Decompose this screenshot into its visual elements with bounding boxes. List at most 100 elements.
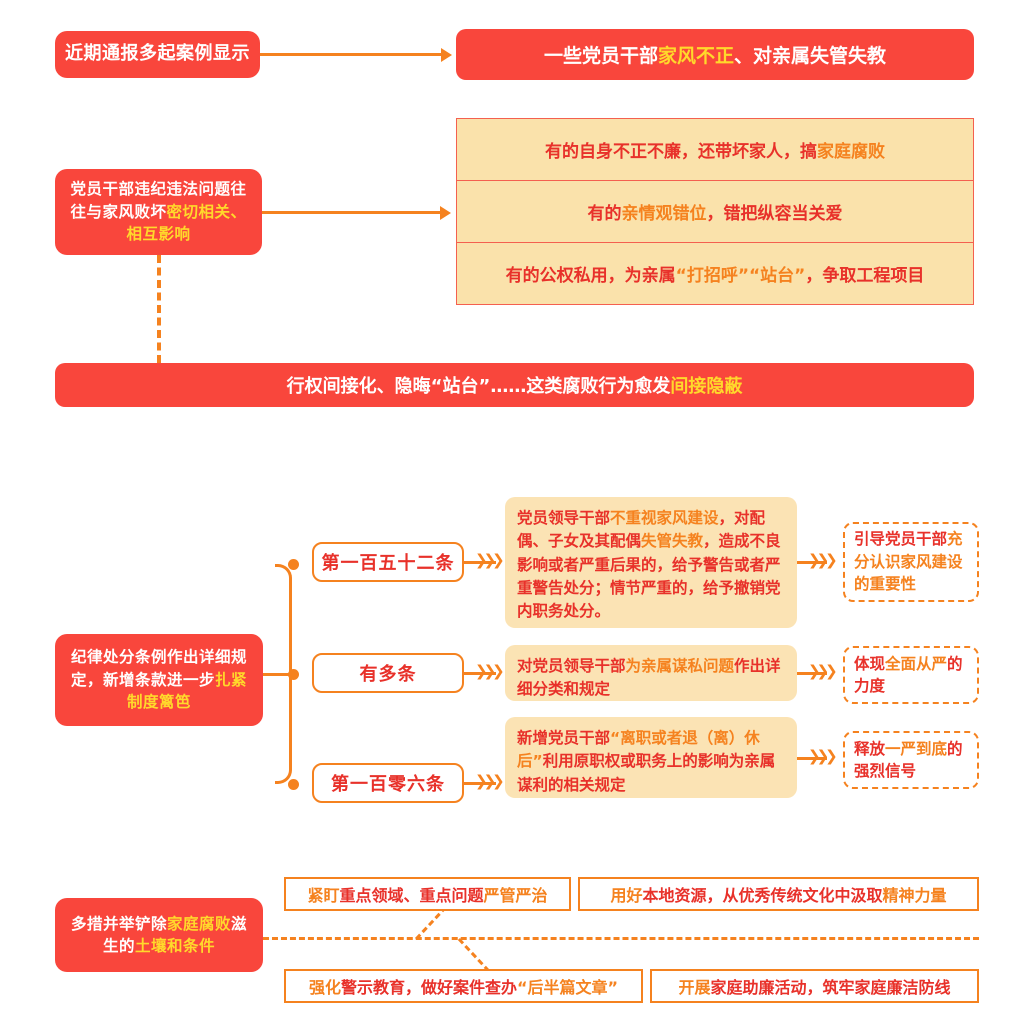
article-pill-2: 有多条 — [312, 653, 464, 693]
chevron-line-2 — [464, 672, 496, 675]
cause-box: 党员干部违纪违法问题往往与家风败坏密切相关、相互影响 — [55, 169, 262, 255]
headline-part1: 一些党员干部 — [543, 45, 658, 67]
branch-dot-2 — [288, 669, 299, 680]
trend-banner-part1: 行权间接化、隐晦“站台”……这类腐败行为愈发 — [286, 376, 671, 397]
cases-table: 有的自身不正不廉，还带坏家人，搞家庭腐败 有的亲情观错位，错把纵容当关爱 有的公… — [456, 118, 974, 305]
measure-3-part2: “后半篇文章” — [516, 978, 619, 997]
note-2-part1: 体现 — [854, 654, 886, 673]
measures-box-highlight-2: 土壤和条件 — [135, 937, 216, 955]
case-1-part1: 有的自身不正不廉，还带坏家人，搞 — [545, 142, 817, 162]
cause-box-highlight: 密切相关、相互影响 — [126, 202, 247, 244]
article-1-part1: 党员领导干部 — [517, 509, 611, 527]
case-1-highlight: 家庭腐败 — [817, 142, 885, 162]
case-2-part2: ，错把纵容当关爱 — [706, 204, 843, 224]
measures-box: 多措并举铲除家庭腐败滋生的土壤和条件 — [55, 898, 263, 972]
note-box-2: 体现全面从严的力度 — [843, 646, 979, 704]
measure-1-part2: 严管严治 — [483, 886, 548, 905]
note-1-highlight: 充分认识家风建设的重要性 — [854, 530, 963, 594]
article-2-part1: 对党员领导干部 — [517, 657, 626, 675]
note-2-highlight: 全面从严 — [885, 654, 948, 673]
source-box-label: 近期通报多起案例显示 — [65, 43, 250, 65]
dashed-connector-vertical — [157, 255, 161, 363]
table-row: 有的公权私用，为亲属“打招呼”“站台”，争取工程项目 — [457, 243, 973, 304]
diagonal-connector-2 — [457, 938, 491, 973]
headline-banner: 一些党员干部家风不正、对亲属失管失教 — [456, 29, 974, 80]
measure-box-2: 用好本地资源，从优秀传统文化中汲取精神力量 — [578, 877, 979, 911]
article-pill-1-label: 第一百五十二条 — [321, 553, 455, 574]
article-2-highlight-1: 为亲属谋私问题 — [625, 657, 735, 675]
measures-box-highlight-1: 家庭腐败 — [166, 914, 231, 933]
note-box-1: 引导党员干部充分认识家风建设的重要性 — [843, 522, 979, 602]
note-line-2 — [797, 672, 827, 675]
case-3-part2: ，争取工程项目 — [805, 266, 925, 286]
branch-dot-3 — [288, 779, 299, 790]
measure-2-highlight: 本地资源，从优秀传统文化中汲取 — [642, 886, 883, 905]
cause-box-part1: 党员干部违纪违法问题往往与家风败坏 — [70, 180, 247, 221]
connector-arrow-2-head — [440, 206, 451, 220]
chevron-note-1-icon: ❯❯❯ — [808, 551, 838, 569]
connector-arrow-1-line — [260, 53, 445, 56]
note-2-part2: 的力度 — [854, 654, 963, 695]
bottom-dashed-spine — [263, 937, 979, 940]
measure-box-1: 紧盯重点领域、重点问题严管严治 — [284, 877, 571, 911]
regulation-box-highlight: 扎紧制度篱笆 — [126, 670, 248, 712]
table-row: 有的亲情观错位，错把纵容当关爱 — [457, 181, 973, 243]
measure-2-part1: 用好 — [610, 886, 643, 905]
article-content-3: 新增党员干部“离职或者退（离）休后”利用原职权或职务上的影响为亲属谋利的相关规定 — [505, 717, 797, 798]
chevron-arrow-2-icon: ❯❯❯ — [475, 662, 505, 680]
measure-box-3: 强化警示教育，做好案件查办“后半篇文章” — [284, 969, 643, 1003]
article-3-highlight-1: “离职或者退（离）休后” — [517, 729, 760, 771]
case-3-part1: 有的公权私用，为亲属 — [505, 266, 676, 286]
headline-highlight: 家风不正 — [657, 45, 734, 67]
chevron-note-3-icon: ❯❯❯ — [808, 747, 838, 765]
trend-banner-highlight: 间接隐蔽 — [670, 376, 743, 397]
case-2-part1: 有的 — [587, 204, 622, 224]
article-pill-3: 第一百零六条 — [312, 763, 464, 803]
connector-arrow-2-line — [262, 211, 442, 214]
measures-box-part2: 滋生的 — [102, 914, 248, 955]
article-2-part2: 作出详细分类和规定 — [517, 657, 781, 699]
measure-4-part1: 开展 — [678, 978, 711, 997]
bracket-stem — [263, 673, 292, 676]
note-3-highlight: 一严到底 — [885, 739, 948, 758]
headline-part2: 、对亲属失管失教 — [734, 45, 887, 67]
note-line-3 — [797, 757, 827, 760]
measure-2-part2: 精神力量 — [882, 886, 947, 905]
regulation-box: 纪律处分条例作出详细规定，新增条款进一步扎紧制度篱笆 — [55, 634, 263, 726]
measure-1-part1: 紧盯 — [307, 886, 340, 905]
article-3-part1: 新增党员干部 — [517, 729, 611, 747]
note-3-part1: 释放 — [854, 739, 886, 758]
article-3-part2: 利用原职权或职务上的影响为亲属谋利的相关规定 — [517, 752, 776, 794]
chevron-line-3 — [464, 782, 496, 785]
chevron-arrow-1-icon: ❯❯❯ — [475, 551, 505, 569]
article-1-part2: ，对配偶、子女及其配偶 — [517, 509, 766, 551]
measure-1-highlight: 重点领域、重点问题 — [339, 886, 484, 905]
case-2-highlight: 亲情观错位 — [621, 204, 707, 224]
article-pill-1: 第一百五十二条 — [312, 542, 464, 582]
measure-3-highlight: 警示教育，做好案件查办 — [340, 978, 517, 997]
article-pill-3-label: 第一百零六条 — [331, 774, 445, 795]
article-1-highlight-1: 不重视家风建设 — [610, 509, 719, 527]
chevron-line-1 — [464, 561, 496, 564]
article-content-1: 党员领导干部不重视家风建设，对配偶、子女及其配偶失管失教，造成不良影响或者严重后… — [505, 497, 797, 628]
connector-arrow-1-head — [441, 48, 452, 62]
measure-box-4: 开展家庭助廉活动，筑牢家庭廉洁防线 — [650, 969, 979, 1003]
note-1-part1: 引导党员干部 — [854, 530, 948, 549]
note-3-part2: 的强烈信号 — [854, 739, 963, 780]
article-1-highlight-2: 失管失教 — [641, 532, 704, 551]
article-1-part3: ，造成不良影响或者严重后果的，给予警告或者严重警告处分；情节严重的，给予撤销党内… — [517, 532, 781, 620]
article-pill-2-label: 有多条 — [359, 664, 417, 685]
case-3-highlight: “打招呼”“站台” — [675, 266, 806, 286]
note-line-1 — [797, 561, 827, 564]
chevron-arrow-3-icon: ❯❯❯ — [475, 772, 505, 790]
measure-3-part1: 强化 — [308, 978, 341, 997]
note-box-3: 释放一严到底的强烈信号 — [843, 731, 979, 789]
measure-4-highlight: 家庭助廉活动，筑牢家庭廉洁防线 — [710, 978, 951, 997]
trend-banner: 行权间接化、隐晦“站台”……这类腐败行为愈发间接隐蔽 — [55, 363, 974, 407]
article-content-2: 对党员领导干部为亲属谋私问题作出详细分类和规定 — [505, 645, 797, 701]
regulation-box-part1: 纪律处分条例作出详细规定，新增条款进一步 — [70, 648, 247, 689]
chevron-note-2-icon: ❯❯❯ — [808, 662, 838, 680]
measures-box-part1: 多措并举铲除 — [70, 914, 167, 933]
table-row: 有的自身不正不廉，还带坏家人，搞家庭腐败 — [457, 119, 973, 181]
